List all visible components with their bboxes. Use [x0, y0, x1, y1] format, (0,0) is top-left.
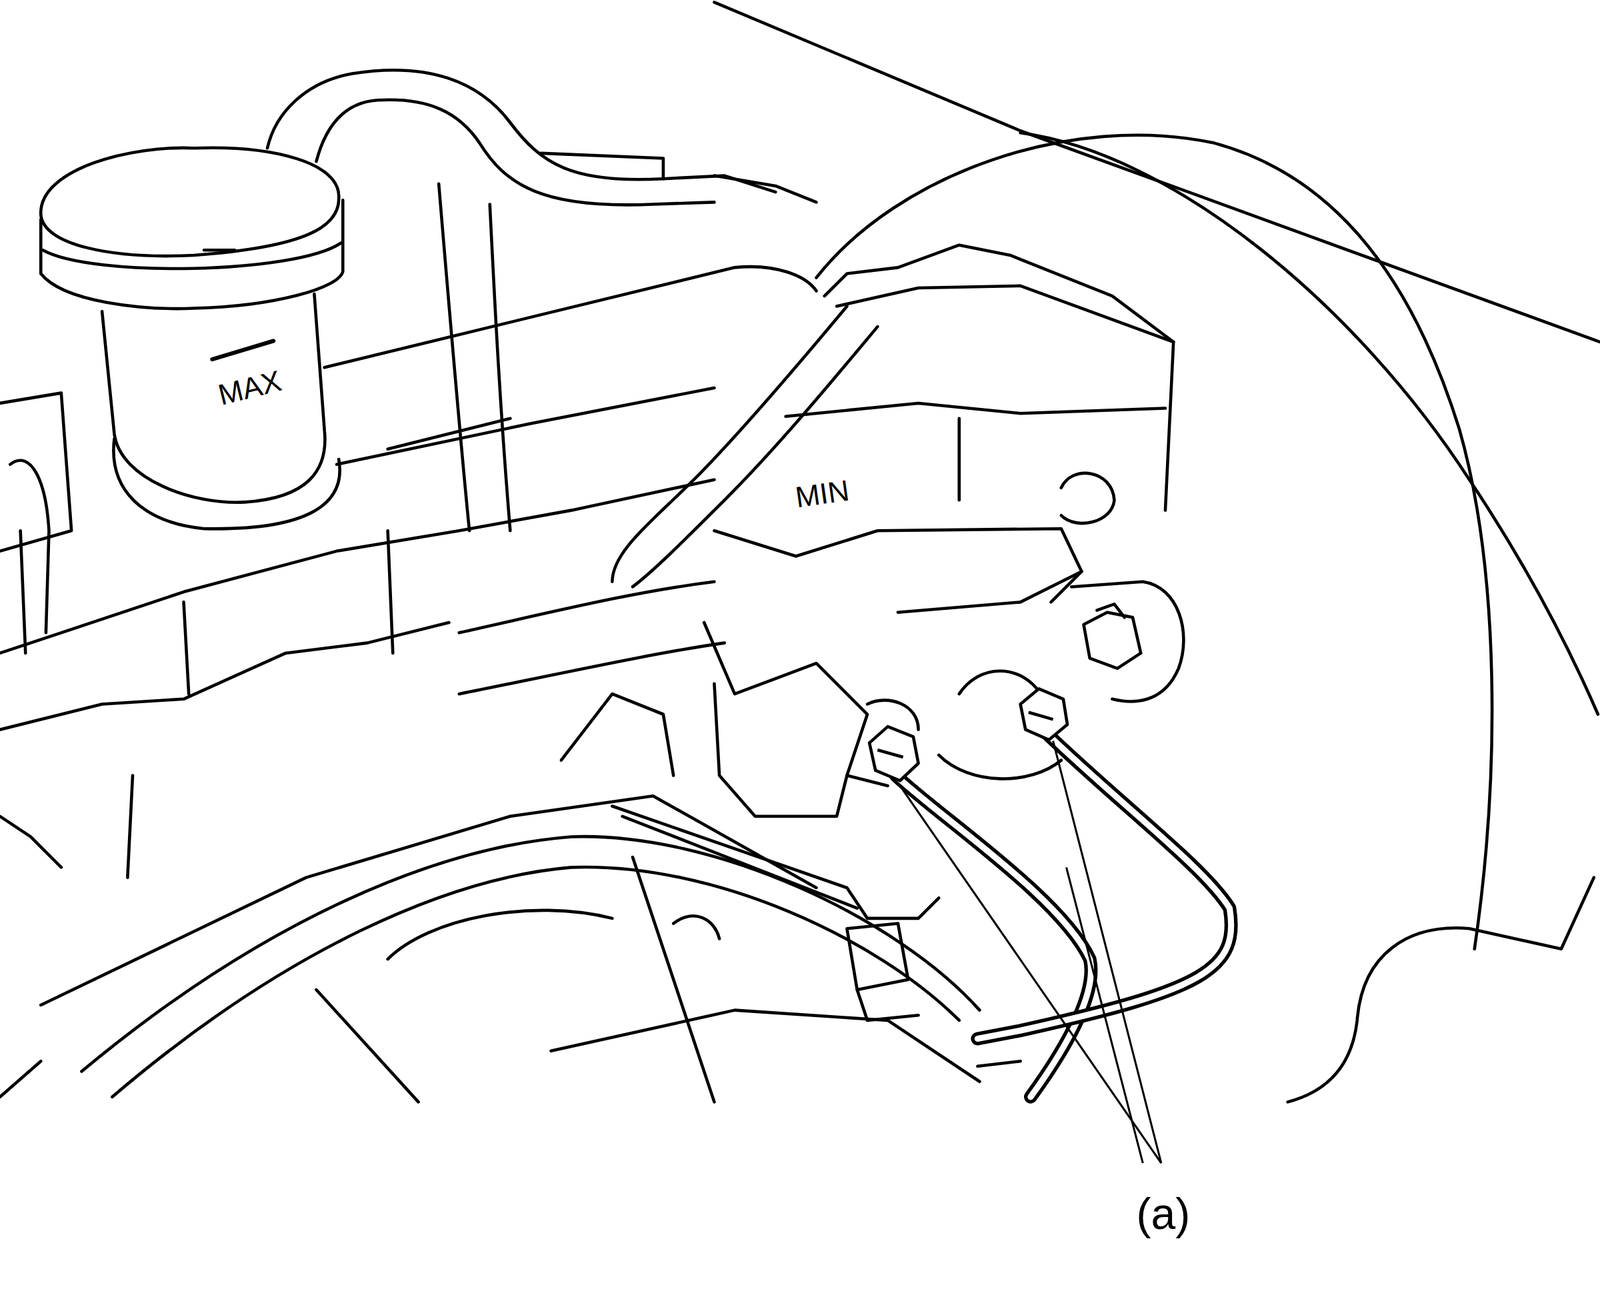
callout-letter: (a): [1136, 1192, 1191, 1236]
level-mark: MIN: [794, 475, 852, 512]
level-mark: MAX: [215, 366, 284, 410]
